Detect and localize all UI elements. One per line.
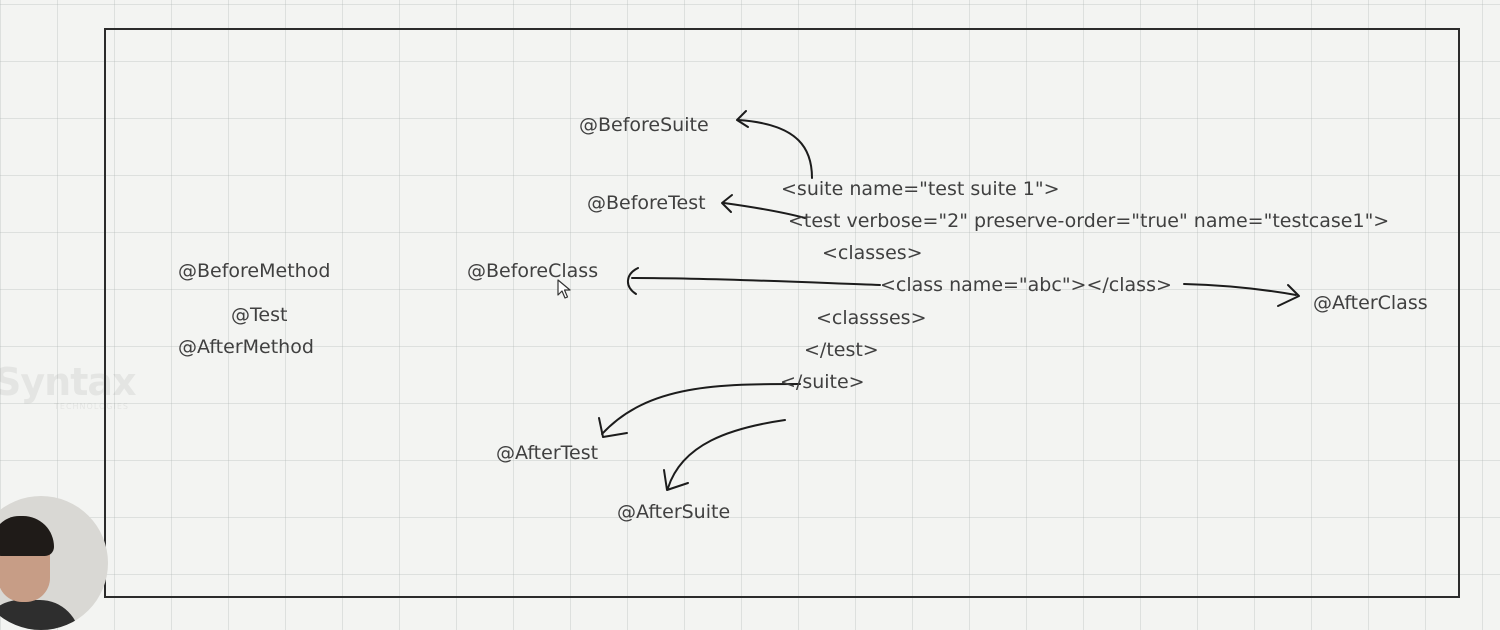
watermark-tagline: TECHNOLOGIES [54, 402, 129, 411]
watermark-brand: Syntax [0, 360, 137, 404]
xml-classes-close: <classses> [816, 307, 927, 329]
before-suite-label: @BeforeSuite [579, 114, 709, 136]
after-class-label: @AfterClass [1313, 292, 1428, 314]
xml-test-open: <test verbose="2" preserve-order="true" … [788, 210, 1390, 232]
xml-suite-open: <suite name="test suite 1"> [781, 178, 1060, 200]
before-test-label: @BeforeTest [587, 192, 706, 214]
mouse-cursor-icon [557, 279, 571, 299]
before-method-label: @BeforeMethod [178, 260, 331, 282]
presenter-hair [0, 516, 54, 556]
before-class-label: @BeforeClass [467, 260, 599, 282]
xml-classes-open: <classes> [822, 242, 923, 264]
after-method-label: @AfterMethod [178, 336, 314, 358]
xml-test-close: </test> [804, 339, 879, 361]
xml-suite-close: </suite> [780, 371, 865, 393]
presenter-webcam [0, 496, 108, 630]
presenter-shirt [0, 600, 80, 630]
test-label: @Test [231, 304, 288, 326]
xml-class-element: <class name="abc"></class> [880, 274, 1172, 296]
whiteboard-frame [104, 28, 1460, 598]
syntax-watermark: Syntax TECHNOLOGIES [0, 360, 164, 414]
after-suite-label: @AfterSuite [617, 501, 731, 523]
after-test-label: @AfterTest [496, 442, 599, 464]
